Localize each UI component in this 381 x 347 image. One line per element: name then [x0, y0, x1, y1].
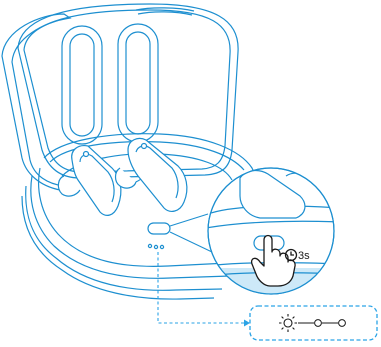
case-button	[147, 222, 171, 235]
zoom-detail	[207, 167, 335, 295]
hold-duration-label: 3s	[298, 250, 310, 262]
connector-arrowhead	[244, 319, 250, 327]
led-indicator-box	[249, 305, 378, 341]
sun-icon	[279, 314, 297, 332]
circle-icon	[338, 319, 346, 327]
earbud-right	[114, 137, 188, 212]
zoom-leader-line	[169, 213, 213, 253]
clock-icon	[284, 248, 298, 262]
pointing-hand-icon	[250, 234, 296, 287]
lid-recess-right	[117, 23, 159, 143]
earbud-left	[57, 145, 122, 216]
circle-icon	[314, 319, 322, 327]
indicator-connector	[157, 252, 248, 324]
case-lid	[1, 3, 239, 191]
lid-recess-left	[61, 25, 103, 145]
